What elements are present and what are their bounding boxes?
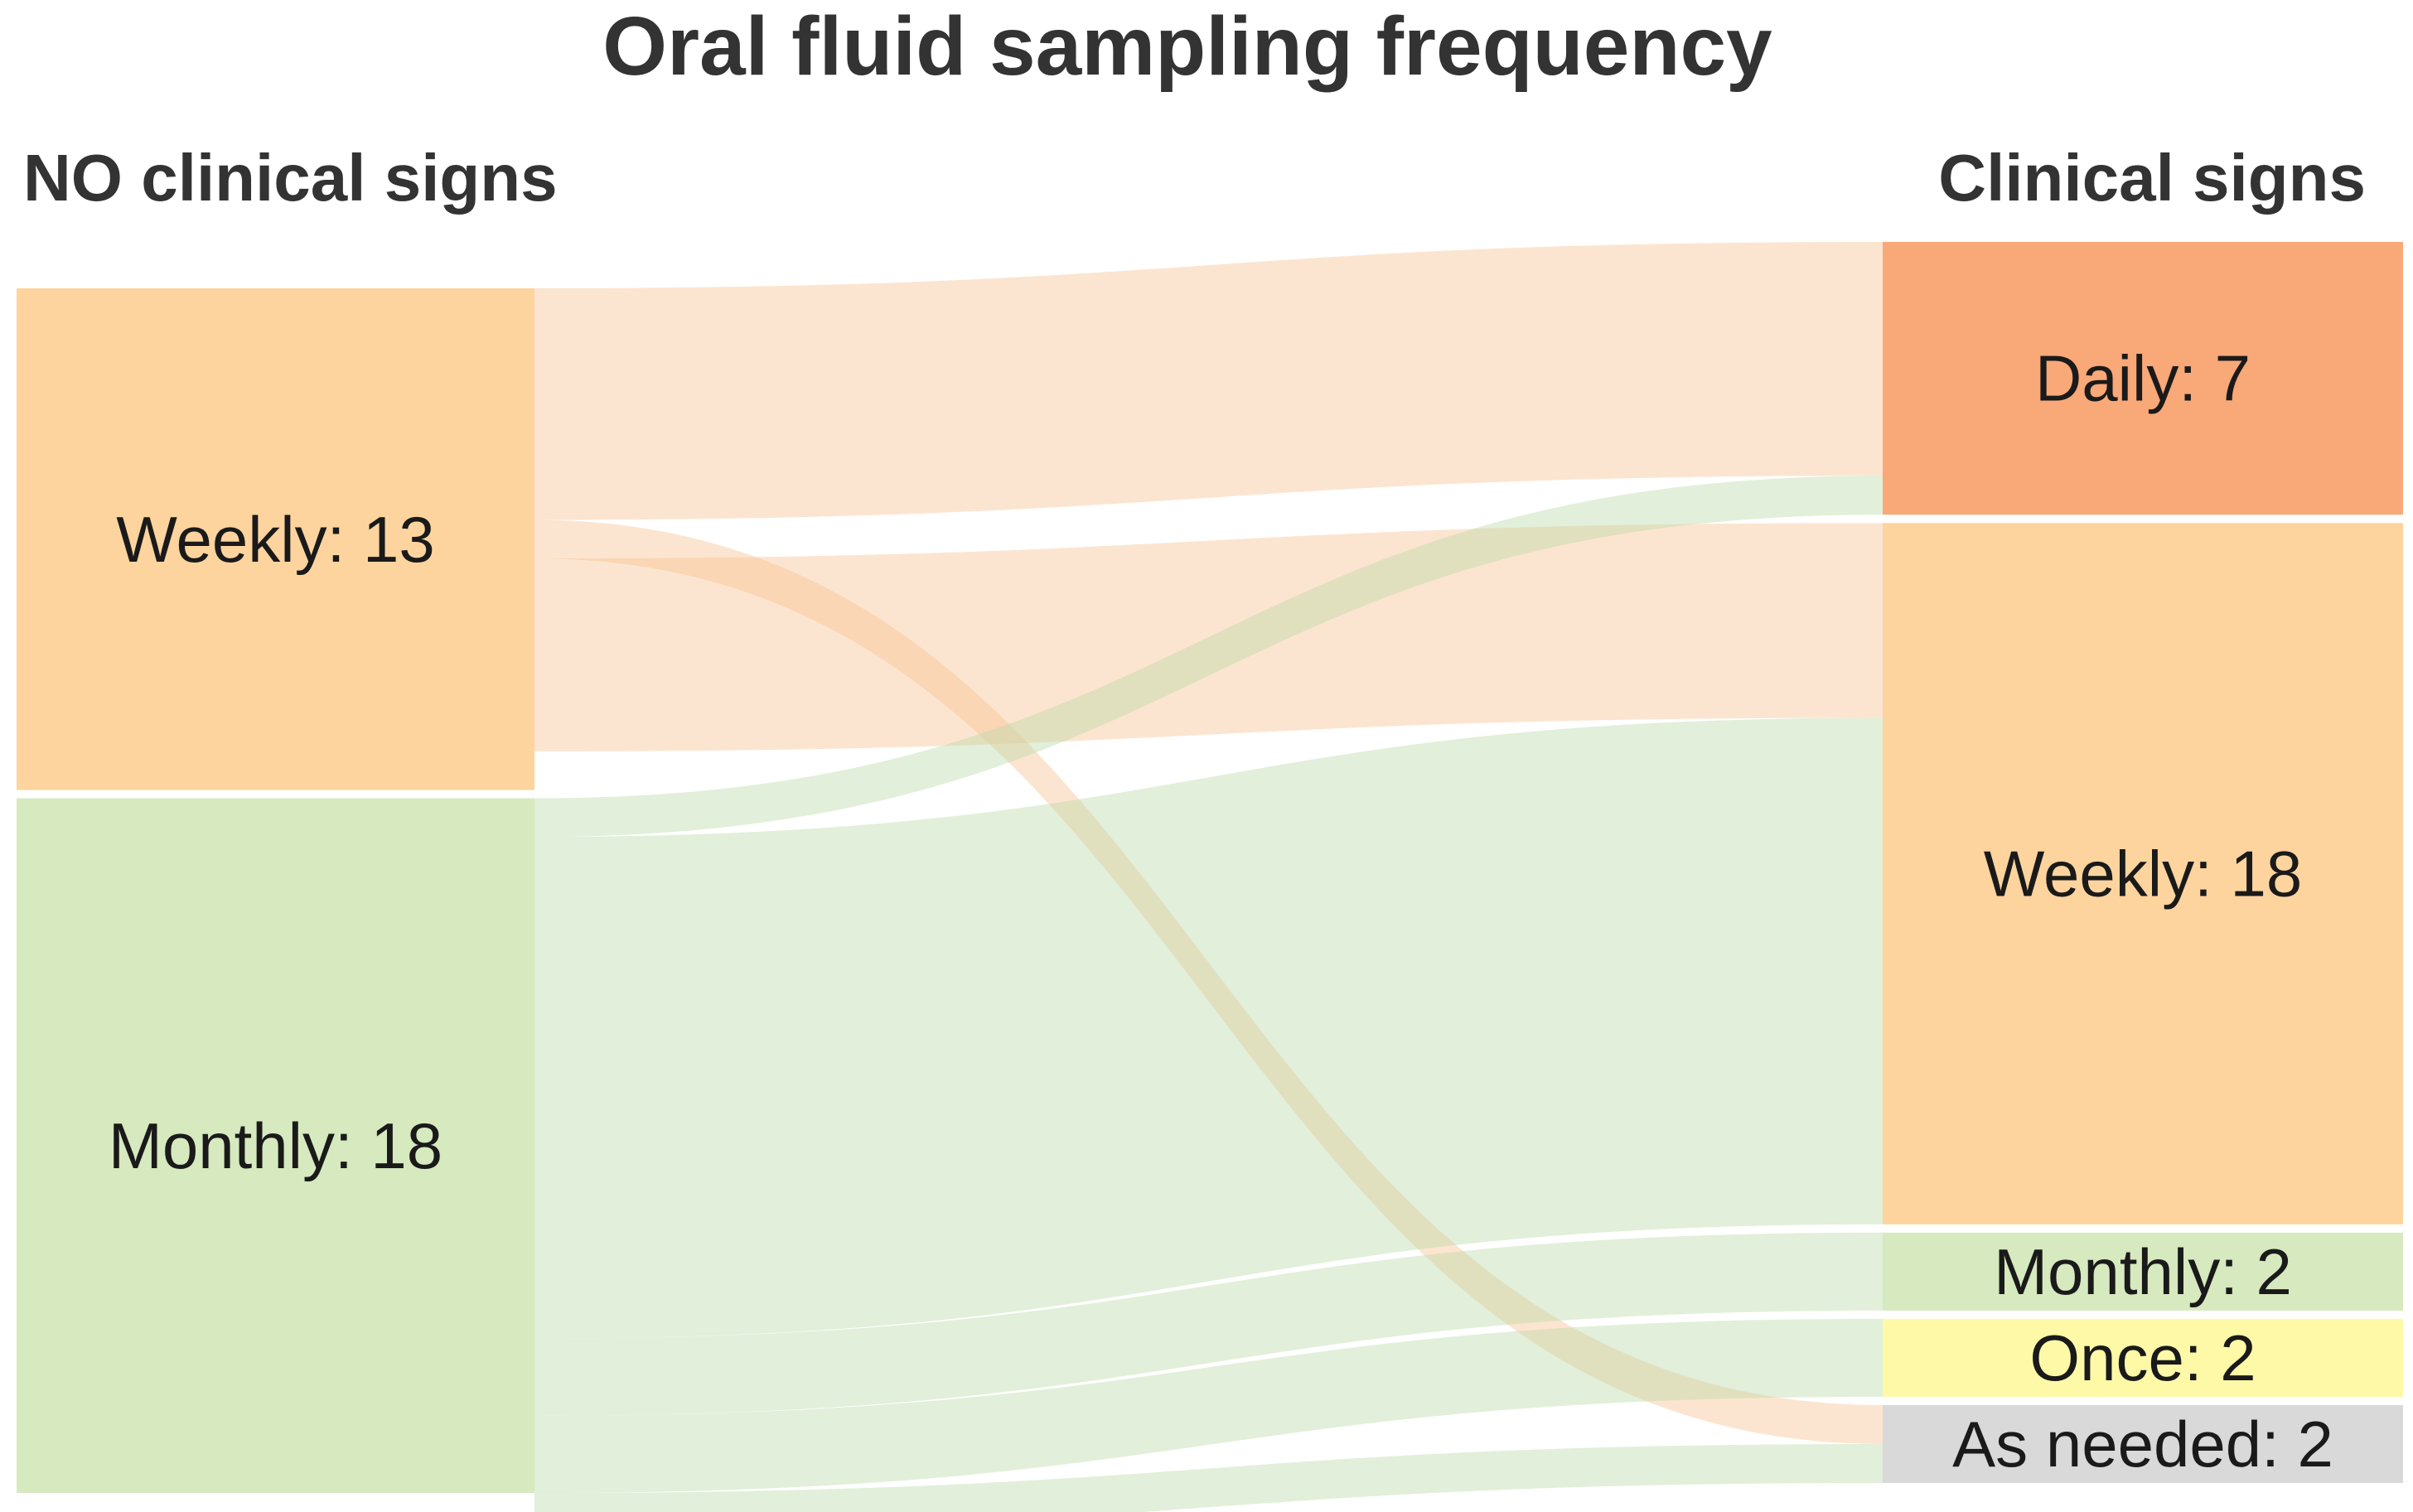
left-node-l_weekly xyxy=(17,288,534,790)
sankey-link-l_weekly-to-r_as_needed xyxy=(534,519,1883,1444)
right-node-label-r_as_needed: As needed: 2 xyxy=(1952,1408,2333,1481)
links-layer xyxy=(534,242,1883,1512)
right-node-r_monthly xyxy=(1883,1232,2403,1311)
right-column-header: Clinical signs xyxy=(1938,141,2366,215)
chart-title: Oral fluid sampling frequency xyxy=(602,0,1772,93)
right-node-label-r_once: Once: 2 xyxy=(2029,1321,2256,1394)
left-node-l_monthly xyxy=(17,798,534,1493)
nodes-layer: Weekly: 13 Monthly: 18 Daily: 7 Weekly: 18 M… xyxy=(17,242,2403,1493)
right-node-r_weekly xyxy=(1883,523,2403,1225)
sankey-link-l_monthly-to-r_monthly xyxy=(534,1232,1883,1416)
right-node-label-r_monthly: Monthly: 2 xyxy=(1994,1235,2292,1308)
left-column-header: NO clinical signs xyxy=(23,141,558,215)
right-node-label-r_daily: Daily: 7 xyxy=(2035,342,2251,415)
right-node-r_once xyxy=(1883,1318,2403,1397)
left-node-label-l_monthly: Monthly: 18 xyxy=(109,1109,442,1182)
sankey-link-l_weekly-to-r_weekly xyxy=(534,523,1883,751)
sankey-link-l_monthly-to-r_daily xyxy=(534,476,1883,838)
right-node-label-r_weekly: Weekly: 18 xyxy=(1984,838,2302,911)
left-node-label-l_weekly: Weekly: 13 xyxy=(116,503,434,576)
sankey-link-l_monthly-to-r_once xyxy=(534,1318,1883,1493)
right-node-r_daily xyxy=(1883,242,2403,515)
right-node-r_as_needed xyxy=(1883,1404,2403,1483)
sankey-link-l_monthly-to-r_weekly xyxy=(534,717,1883,1339)
sankey-link-l_monthly-to-r_as_needed xyxy=(534,1443,1883,1512)
sankey-link-l_weekly-to-r_daily xyxy=(534,242,1883,520)
